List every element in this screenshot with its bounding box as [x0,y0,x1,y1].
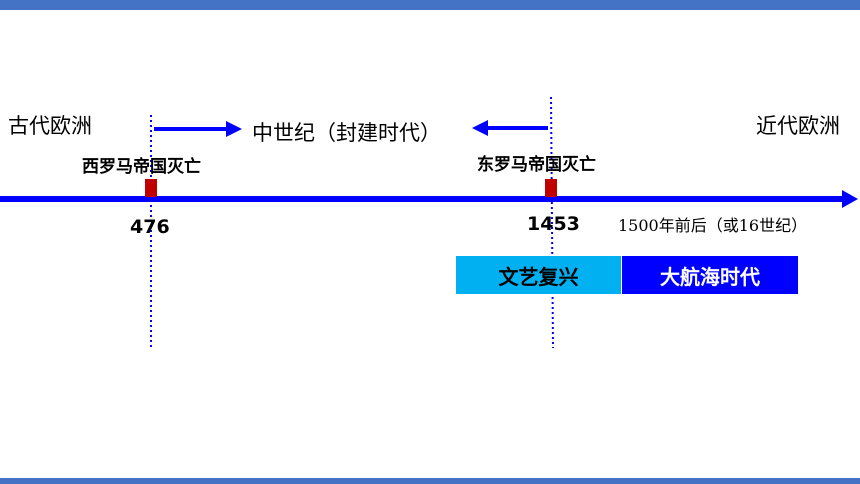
event-west-rome-fall: 西罗马帝国灭亡 [82,157,201,177]
event-east-rome-fall: 东罗马帝国灭亡 [477,155,596,175]
year-1453: 1453 [527,213,580,235]
era-medieval: 中世纪（封建时代） [252,121,441,145]
marker-476 [145,179,157,197]
era-ancient-europe: 古代欧洲 [8,114,92,138]
top-frame-bar [0,0,860,10]
year-476: 476 [130,216,170,238]
bottom-frame-bar [0,478,860,484]
period-renaissance-box: 文艺复兴 [456,256,621,294]
period-age-of-discovery-box: 大航海时代 [622,256,798,294]
period-renaissance-label: 文艺复兴 [498,264,579,289]
timeline-arrowhead [842,190,858,208]
period-age-of-discovery-label: 大航海时代 [660,264,760,289]
arrow-left-head [472,120,488,136]
divider-1453 [550,96,554,349]
marker-1453 [545,179,557,197]
arrow-right-head [226,121,242,137]
era-modern-europe: 近代欧洲 [756,114,840,138]
year-1500-note: 1500年前后（或16世纪） [618,216,808,235]
